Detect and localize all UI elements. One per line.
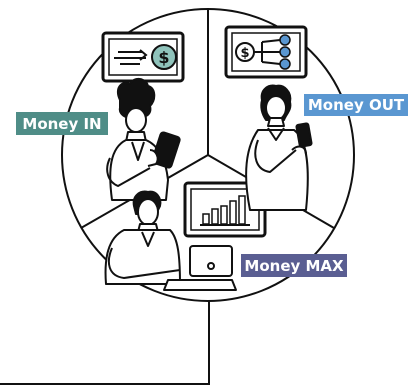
connector-line — [0, 301, 210, 385]
person-money-in-illustration — [106, 78, 181, 201]
money-in-label: Money IN — [16, 112, 108, 135]
rising-bar-chart-icon — [183, 181, 267, 238]
tablet-dollar-icon: $ — [101, 31, 185, 83]
money-out-label: Money OUT — [304, 94, 408, 116]
person-money-out-illustration — [245, 84, 313, 211]
tablet-dollar-split-icon: $ — [224, 25, 308, 79]
person-money-max-illustration — [104, 190, 237, 291]
svg-text:$: $ — [158, 48, 169, 67]
svg-text:$: $ — [240, 46, 249, 61]
money-max-label: Money MAX — [241, 254, 347, 277]
